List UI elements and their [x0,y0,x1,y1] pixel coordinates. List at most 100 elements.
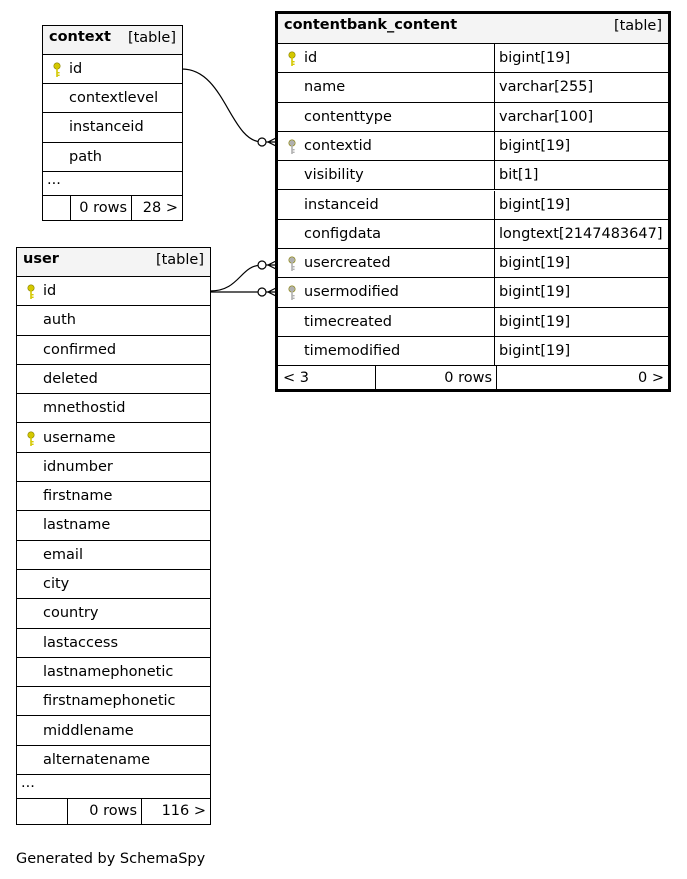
link-context-optional-marker [257,137,267,147]
column-row-id[interactable]: id [17,277,210,307]
parents-cell[interactable]: < 3 [278,366,376,389]
row-count-cell: 0 rows [68,799,142,824]
row-count: 0 rows [444,370,492,387]
table-name[interactable]: contentbank_content [284,17,458,33]
table-footer: 0 rows 116 > [17,799,210,824]
column-type: bigint[19] [499,343,571,359]
user-table[interactable]: user [table] id auth confirmed deleted mnethos… [16,247,211,825]
contentbank-content-table-header[interactable]: contentbank_content[table] [278,14,668,44]
context-table[interactable]: context[table] id contextlevel instanceid pa… [42,25,183,221]
parents-count[interactable]: < 3 [283,370,309,387]
column-name: instanceid [69,119,144,136]
table-type-label: [table] [155,252,204,268]
column-name: id [69,61,83,77]
column-name: instanceid [304,196,379,213]
column-row-lastname[interactable]: lastname [17,511,210,541]
table-name[interactable]: context [49,29,111,45]
children-count[interactable]: 0 > [638,370,664,387]
foreign-key-icon [287,285,297,301]
column-name: lastname [43,517,111,534]
more-columns-ellipsis: ... [47,171,61,188]
column-row-instanceid[interactable]: instanceid [43,113,182,143]
column-type-cell: bigint[19] [494,337,668,366]
column-type: varchar[100] [499,108,594,125]
column-row-id[interactable]: id [43,55,182,85]
column-row-firstname[interactable]: firstname [17,482,210,512]
column-row-contenttype[interactable]: contenttype varchar[100] [278,102,668,132]
column-type: bigint[19] [499,196,571,213]
column-type: bigint[19] [499,284,571,301]
link-context-to-contextid [181,68,263,143]
column-type-cell: bigint[19] [494,278,668,307]
column-row-city[interactable]: city [17,570,210,600]
column-name: usercreated [304,255,391,272]
column-row-lastaccess[interactable]: lastaccess [17,629,210,658]
context-table-header[interactable]: context[table] [43,26,182,55]
column-row-path[interactable]: path [43,143,182,172]
table-footer: < 3 0 rows 0 > [278,366,668,389]
column-name: contextid [304,137,372,154]
column-name: contextlevel [69,90,159,107]
column-row-instanceid[interactable]: instanceid bigint[19] [278,190,668,220]
column-row-auth[interactable]: auth [17,306,210,336]
column-name: username [43,429,116,446]
column-row-alternatename[interactable]: alternatename [17,746,210,776]
column-type-cell: bigint[19] [494,131,668,161]
user-table-header[interactable]: user [table] [17,248,210,277]
row-count-cell: 0 rows [376,366,497,389]
column-name: auth [43,312,76,329]
column-type: bigint[19] [499,255,571,272]
column-type: bigint[19] [499,137,571,154]
column-row-country[interactable]: country [17,599,210,629]
column-row-lastnamephonetic[interactable]: lastnamephonetic [17,658,210,688]
column-row-middlename[interactable]: middlename [17,717,210,746]
column-type-cell: bigint[19] [494,190,668,219]
column-row-mnethostid[interactable]: mnethostid [17,394,210,424]
column-row-timecreated[interactable]: timecreated bigint[19] [278,307,668,337]
parents-cell[interactable] [17,799,68,824]
column-name: deleted [43,370,98,387]
link-user-to-usercreated [209,264,263,292]
column-type: bigint[19] [499,50,571,66]
primary-key-icon [52,62,62,78]
table-name[interactable]: user [23,251,59,267]
children-cell[interactable]: 28 > [132,196,182,220]
column-row-idnumber[interactable]: idnumber [17,453,210,483]
column-type-cell: bigint[19] [494,249,668,278]
column-row-username[interactable]: username [17,424,210,453]
column-type: bigint[19] [499,313,571,330]
column-row-contextlevel[interactable]: contextlevel [43,84,182,114]
row-count: 0 rows [89,803,137,820]
column-row-deleted[interactable]: deleted [17,365,210,395]
column-row-email[interactable]: email [17,541,210,570]
link-usermodified-optional-marker [257,287,267,297]
children-cell[interactable]: 0 > [497,366,668,389]
foreign-key-icon [287,139,297,155]
column-name: firstnamephonetic [43,693,176,710]
children-cell[interactable]: 116 > [142,799,210,824]
column-type-cell: bigint[19] [494,44,668,73]
table-footer: 0 rows 28 > [43,195,182,220]
column-name: path [69,148,102,165]
row-count-cell: 0 rows [71,195,132,220]
column-name: lastaccess [43,634,119,651]
column-row-contextid[interactable]: contextid bigint[19] [278,131,668,162]
column-row-firstnamephonetic[interactable]: firstnamephonetic [17,687,210,717]
parents-cell[interactable] [43,195,71,220]
primary-key-icon [26,430,36,447]
primary-key-icon [26,284,36,300]
column-name: contenttype [304,108,392,125]
children-count[interactable]: 116 > [161,803,206,820]
column-name: timecreated [304,313,392,330]
column-type-cell: bigint[19] [494,307,668,336]
column-row-usercreated[interactable]: usercreated bigint[19] [278,249,668,279]
column-row-confirmed[interactable]: confirmed [17,336,210,365]
children-count[interactable]: 28 > [142,199,178,216]
